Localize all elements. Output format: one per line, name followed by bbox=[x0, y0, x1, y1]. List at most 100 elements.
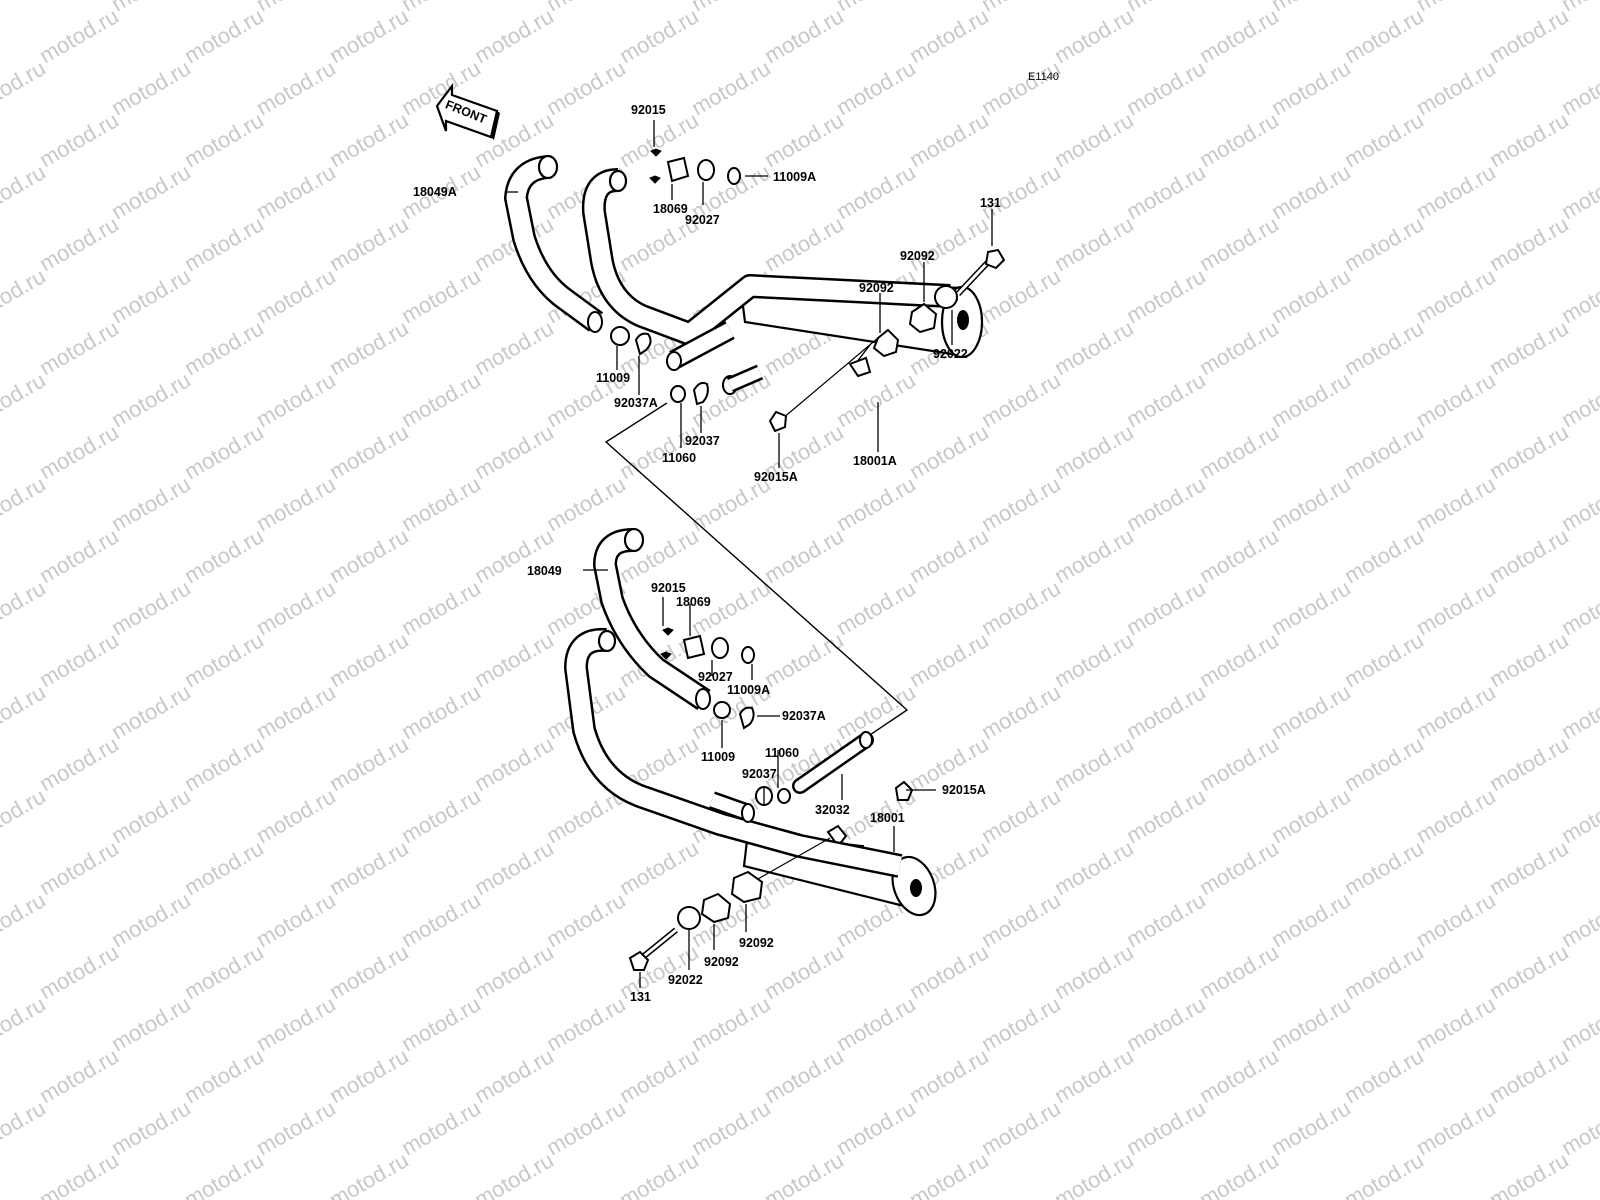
header-pipe-18001 bbox=[564, 627, 903, 878]
watermark-text: motod.ru bbox=[1122, 679, 1210, 744]
watermark-text: motod.ru bbox=[397, 0, 485, 16]
watermark-text: motod.ru bbox=[977, 1095, 1065, 1160]
label-11009a-top: 11009A bbox=[773, 170, 816, 184]
watermark-text: motod.ru bbox=[977, 263, 1065, 328]
watermark-text: motod.ru bbox=[1195, 211, 1283, 276]
label-92022-top: 92022 bbox=[933, 347, 968, 361]
watermark-text: motod.ru bbox=[107, 55, 195, 120]
watermark-text: motod.ru bbox=[832, 575, 920, 640]
watermark-text: motod.ru bbox=[1195, 523, 1283, 588]
watermark-text: motod.ru bbox=[760, 1147, 848, 1200]
watermark-text: motod.ru bbox=[252, 783, 340, 848]
watermark-text: motod.ru bbox=[905, 1043, 993, 1108]
watermark-text: motod.ru bbox=[397, 575, 485, 640]
label-11009-top: 11009 bbox=[596, 371, 630, 385]
watermark-text: motod.ru bbox=[1195, 835, 1283, 900]
nut-92015a-top bbox=[768, 410, 788, 433]
watermark-text: motod.ru bbox=[107, 263, 195, 328]
watermark-text: motod.ru bbox=[1340, 419, 1428, 484]
watermark-text: motod.ru bbox=[687, 55, 775, 120]
watermark-text: motod.ru bbox=[760, 1043, 848, 1108]
watermark-text: motod.ru bbox=[1485, 627, 1573, 692]
watermark-text: motod.ru bbox=[1050, 107, 1138, 172]
watermark-text: motod.ru bbox=[1340, 731, 1428, 796]
watermark-text: motod.ru bbox=[1267, 159, 1355, 224]
watermark-text: motod.ru bbox=[1195, 1043, 1283, 1108]
label-92015a-bottom: 92015A bbox=[942, 783, 986, 797]
watermark-text: motod.ru bbox=[905, 1147, 993, 1200]
label-18069-bottom: 18069 bbox=[676, 595, 711, 609]
watermark-text: motod.ru bbox=[470, 523, 558, 588]
watermark-text: motod.ru bbox=[1340, 107, 1428, 172]
watermark-text: motod.ru bbox=[180, 3, 268, 68]
watermark-text: motod.ru bbox=[35, 523, 123, 588]
watermark-text: motod.ru bbox=[470, 627, 558, 692]
watermark-text: motod.ru bbox=[180, 939, 268, 1004]
watermark-text: motod.ru bbox=[1412, 991, 1500, 1056]
watermark-text: motod.ru bbox=[1050, 211, 1138, 276]
watermark-text: motod.ru bbox=[1412, 783, 1500, 848]
watermark-text: motod.ru bbox=[1557, 887, 1600, 952]
watermark-text: motod.ru bbox=[905, 523, 993, 588]
clamp-92037a-top bbox=[634, 332, 652, 356]
watermark-text: motod.ru bbox=[1340, 1147, 1428, 1200]
watermark-text: motod.ru bbox=[0, 263, 50, 328]
watermark-text: motod.ru bbox=[687, 991, 775, 1056]
watermark-text: motod.ru bbox=[1195, 1147, 1283, 1200]
watermark-text: motod.ru bbox=[542, 55, 630, 120]
watermark-text: motod.ru bbox=[0, 991, 50, 1056]
watermark-text: motod.ru bbox=[1412, 1095, 1500, 1160]
label-18069-top: 18069 bbox=[653, 202, 688, 216]
gasket-11009-top bbox=[610, 326, 630, 346]
watermark-text: motod.ru bbox=[325, 1043, 413, 1108]
watermark-text: motod.ru bbox=[1267, 575, 1355, 640]
watermark-text: motod.ru bbox=[1122, 159, 1210, 224]
watermark-text: motod.ru bbox=[0, 887, 50, 952]
watermark-text: motod.ru bbox=[1412, 0, 1500, 16]
watermark-text: motod.ru bbox=[542, 887, 630, 952]
watermark-text: motod.ru bbox=[1050, 419, 1138, 484]
watermark-text: motod.ru bbox=[905, 419, 993, 484]
watermark-text: motod.ru bbox=[325, 939, 413, 1004]
bolt-131-top bbox=[955, 248, 1006, 297]
watermark-text: motod.ru bbox=[252, 0, 340, 16]
watermark-text: motod.ru bbox=[832, 1095, 920, 1160]
watermark-text: motod.ru bbox=[1412, 55, 1500, 120]
watermark-text: motod.ru bbox=[325, 523, 413, 588]
watermark-text: motod.ru bbox=[35, 107, 123, 172]
watermark-text: motod.ru bbox=[325, 315, 413, 380]
watermark-text: motod.ru bbox=[107, 0, 195, 16]
connecting-pipe-32032 bbox=[792, 731, 874, 794]
watermark-text: motod.ru bbox=[687, 1095, 775, 1160]
watermark-text: motod.ru bbox=[1485, 419, 1573, 484]
watermark-text: motod.ru bbox=[977, 887, 1065, 952]
label-92037a-bottom: 92037A bbox=[782, 709, 826, 723]
watermark-text: motod.ru bbox=[1412, 159, 1500, 224]
label-18049: 18049 bbox=[527, 564, 562, 578]
watermark-text: motod.ru bbox=[397, 367, 485, 432]
watermark-text: motod.ru bbox=[1340, 835, 1428, 900]
label-92015-top: 92015 bbox=[631, 103, 666, 117]
watermark-text: motod.ru bbox=[0, 679, 50, 744]
watermark-text: motod.ru bbox=[1485, 731, 1573, 796]
watermark-text: motod.ru bbox=[832, 679, 920, 744]
watermark-text: motod.ru bbox=[35, 731, 123, 796]
watermark-text: motod.ru bbox=[1122, 55, 1210, 120]
watermark-text: motod.ru bbox=[760, 523, 848, 588]
watermark-text: motod.ru bbox=[470, 731, 558, 796]
watermark-text: motod.ru bbox=[1195, 939, 1283, 1004]
watermark-text: motod.ru bbox=[470, 419, 558, 484]
watermark-text: motod.ru bbox=[832, 55, 920, 120]
watermark-text: motod.ru bbox=[252, 1095, 340, 1160]
watermark-text: motod.ru bbox=[180, 523, 268, 588]
watermark-text: motod.ru bbox=[325, 731, 413, 796]
label-92092-bottom-left: 92092 bbox=[704, 955, 739, 969]
watermark-text: motod.ru bbox=[325, 835, 413, 900]
watermark-text: motod.ru bbox=[35, 1147, 123, 1200]
watermark-text: motod.ru bbox=[180, 211, 268, 276]
watermark-text: motod.ru bbox=[1122, 367, 1210, 432]
watermark-text: motod.ru bbox=[1485, 835, 1573, 900]
label-11009a-bottom: 11009A bbox=[727, 683, 770, 697]
watermark-text: motod.ru bbox=[1485, 523, 1573, 588]
